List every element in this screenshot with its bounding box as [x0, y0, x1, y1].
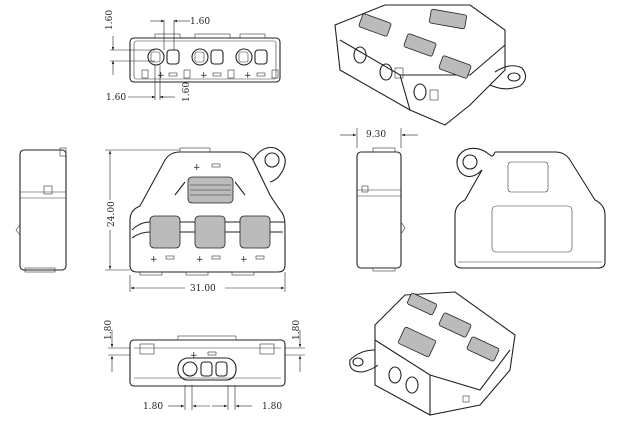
dim-front-height: 24.00	[107, 201, 117, 227]
dim-top-height: 1.60	[105, 10, 115, 30]
svg-text:+: +	[157, 71, 165, 81]
top-view: + + + 1.60 1.60 1.60 1.60	[105, 10, 281, 103]
dim-bottom-right-horizontal: 1.80	[262, 402, 282, 412]
back-view	[454, 147, 606, 269]
front-polarity: + + +	[150, 255, 265, 265]
dim-bottom-left-vertical: 1.80	[104, 320, 114, 340]
front-view: + + + + 24.00 31.00	[105, 146, 286, 294]
svg-text:+: +	[240, 255, 248, 265]
dim-bottom-left-horizontal: 1.80	[143, 402, 163, 412]
top-view-polarity: + + +	[157, 71, 266, 81]
isometric-view-top	[334, 4, 527, 126]
svg-text:+: +	[150, 255, 158, 265]
left-side-view	[15, 147, 67, 273]
dim-top-left: 1.60	[106, 93, 126, 103]
svg-text:+: +	[190, 351, 198, 361]
dim-side-depth: 9.30	[366, 130, 386, 140]
bottom-sockets	[177, 357, 237, 381]
top-view-sockets	[147, 48, 268, 66]
svg-text:+: +	[244, 71, 252, 81]
bottom-view: + 1.80 1.80 1.80 1.80	[104, 320, 305, 412]
front-top-clip	[174, 176, 246, 204]
isometric-view-bottom	[349, 291, 516, 416]
right-side-view: 9.30	[340, 128, 418, 272]
dim-front-width: 31.00	[190, 284, 216, 294]
svg-text:+: +	[200, 71, 208, 81]
dim-top-vertical: 1.60	[182, 82, 192, 102]
svg-text:+: +	[196, 255, 204, 265]
svg-text:+: +	[193, 163, 201, 173]
front-bottom-clips	[131, 215, 285, 249]
dim-top-pitch: 1.60	[190, 17, 210, 27]
dim-bottom-right-vertical: 1.80	[292, 320, 302, 340]
